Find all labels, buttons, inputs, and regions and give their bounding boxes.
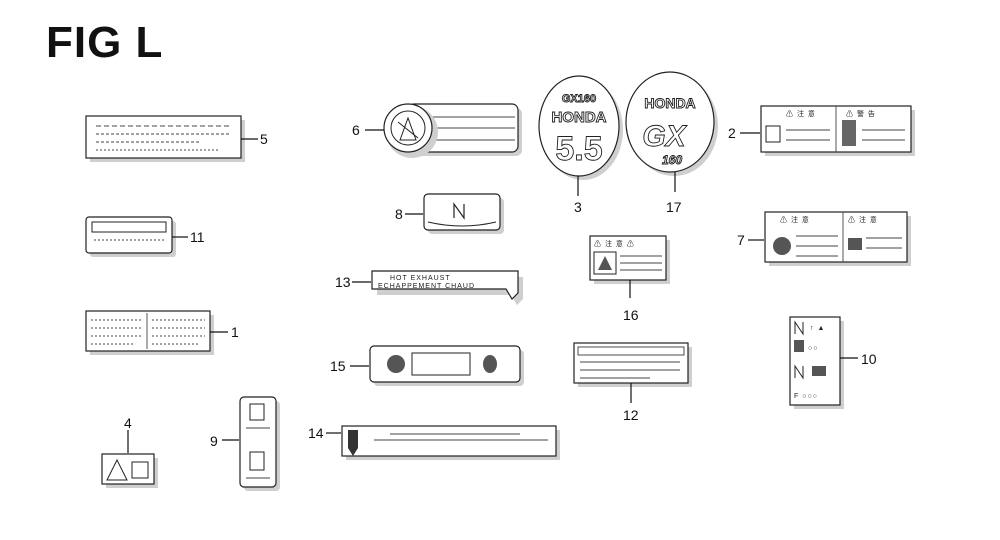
svg-text:○○: ○○ — [808, 345, 818, 352]
part-number-9: 9 — [210, 433, 218, 449]
label-14: 14 — [308, 425, 560, 460]
label-13-line1: HOT EXHAUST — [390, 275, 451, 282]
part-number-12: 12 — [623, 407, 639, 423]
label-7: ⚠ 注 意 ⚠ 注 意 7 — [737, 211, 911, 266]
label-13-line2: ECHAPPEMENT CHAUD — [378, 283, 475, 290]
logo-3-brand: HONDA — [552, 109, 607, 126]
logo-17-sub: 160 — [662, 153, 682, 167]
svg-text:⚠ 注 意 ⚠: ⚠ 注 意 ⚠ — [594, 239, 635, 248]
label-12: 12 — [573, 342, 692, 423]
label-9: 9 — [210, 396, 280, 491]
label-1: 1 — [85, 310, 239, 355]
svg-text:⚠ 注 意: ⚠ 注 意 — [786, 109, 816, 118]
logo-3-top: GX160 — [562, 93, 596, 105]
label-15: 15 — [330, 345, 524, 386]
label-3: GX160 HONDA 5.5 3 — [538, 75, 623, 215]
part-number-7: 7 — [737, 232, 745, 248]
part-number-2: 2 — [728, 125, 736, 141]
label-8: 8 — [395, 193, 504, 234]
part-number-5: 5 — [260, 131, 268, 147]
part-number-6: 6 — [352, 122, 360, 138]
label-5: 5 — [85, 115, 268, 162]
part-number-13: 13 — [335, 274, 351, 290]
svg-text:⚠ 注 意: ⚠ 注 意 — [780, 215, 810, 224]
label-10: ↑ ▲ ○○ F ○○○ 10 — [789, 316, 877, 409]
svg-text:F ○○○: F ○○○ — [794, 393, 818, 400]
svg-text:⚠ 警 告: ⚠ 警 告 — [846, 109, 876, 118]
part-number-8: 8 — [395, 206, 403, 222]
logo-3-big: 5.5 — [555, 130, 602, 168]
label-13: HOT EXHAUST ECHAPPEMENT CHAUD 13 — [335, 270, 523, 305]
label-11: 11 — [85, 216, 205, 257]
label-4: 4 — [101, 415, 158, 488]
label-6: 6 — [352, 103, 522, 158]
label-2: ⚠ 注 意 ⚠ 警 告 2 — [728, 105, 915, 156]
logo-17-big: GX — [642, 120, 687, 153]
part-number-11: 11 — [190, 229, 205, 245]
part-number-15: 15 — [330, 358, 346, 374]
label-17: HONDA GX 160 17 — [625, 71, 718, 215]
label-16: ⚠ 注 意 ⚠ 16 — [589, 235, 670, 323]
part-number-17: 17 — [666, 199, 682, 215]
part-number-1: 1 — [231, 324, 239, 340]
part-number-3: 3 — [574, 199, 582, 215]
part-number-16: 16 — [623, 307, 639, 323]
figure-title: FIG L — [46, 18, 164, 67]
part-number-14: 14 — [308, 425, 324, 441]
logo-17-brand: HONDA — [644, 95, 695, 111]
svg-text:↑ ▲: ↑ ▲ — [810, 325, 825, 332]
part-number-4: 4 — [124, 415, 132, 431]
part-number-10: 10 — [861, 351, 877, 367]
svg-text:⚠ 注 意: ⚠ 注 意 — [848, 215, 878, 224]
